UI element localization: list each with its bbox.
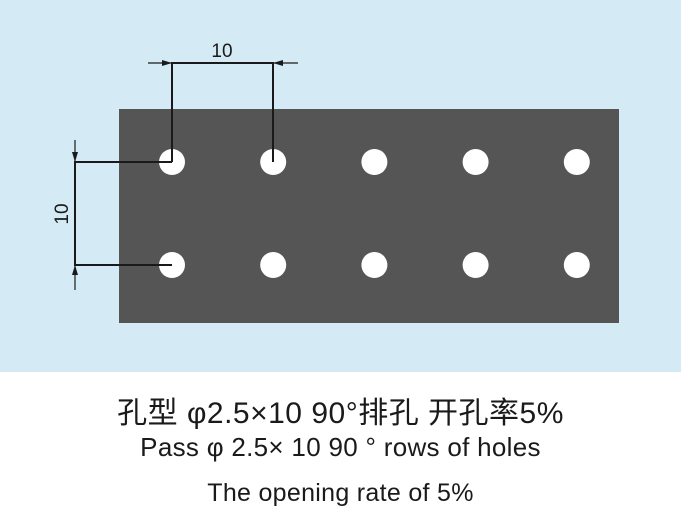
dimension-lines	[72, 60, 298, 290]
hole-r1-c5	[563, 149, 590, 175]
hole-r2-c3	[361, 252, 388, 278]
perforated-plate	[119, 109, 619, 323]
horizontal-pitch-left-arrow	[162, 60, 172, 66]
horizontal-pitch-extension-lines	[171, 62, 274, 162]
hole-r2-c4	[462, 252, 489, 278]
caption-english: Pass φ 2.5× 10 90 ° rows of holes	[140, 432, 541, 462]
hole-r1-c3	[361, 149, 388, 175]
hole-r2-c2	[260, 252, 287, 278]
hole-grid	[159, 149, 590, 278]
vertical-pitch-extension-lines	[74, 161, 172, 266]
vertical-pitch-label: 10	[52, 203, 73, 224]
hole-r2-c5	[563, 252, 590, 278]
caption-opening-rate: The opening rate of 5%	[207, 479, 474, 507]
vertical-pitch-bottom-arrow	[72, 265, 78, 275]
caption-chinese: 孔型 φ2.5×10 90°排孔 开孔率5%	[117, 397, 564, 430]
perforation-diagram: 10 10	[0, 0, 681, 372]
horizontal-pitch-right-arrow	[273, 60, 283, 66]
horizontal-pitch-label: 10	[211, 41, 232, 62]
hole-r1-c4	[462, 149, 489, 175]
vertical-pitch-top-arrow	[72, 152, 78, 162]
